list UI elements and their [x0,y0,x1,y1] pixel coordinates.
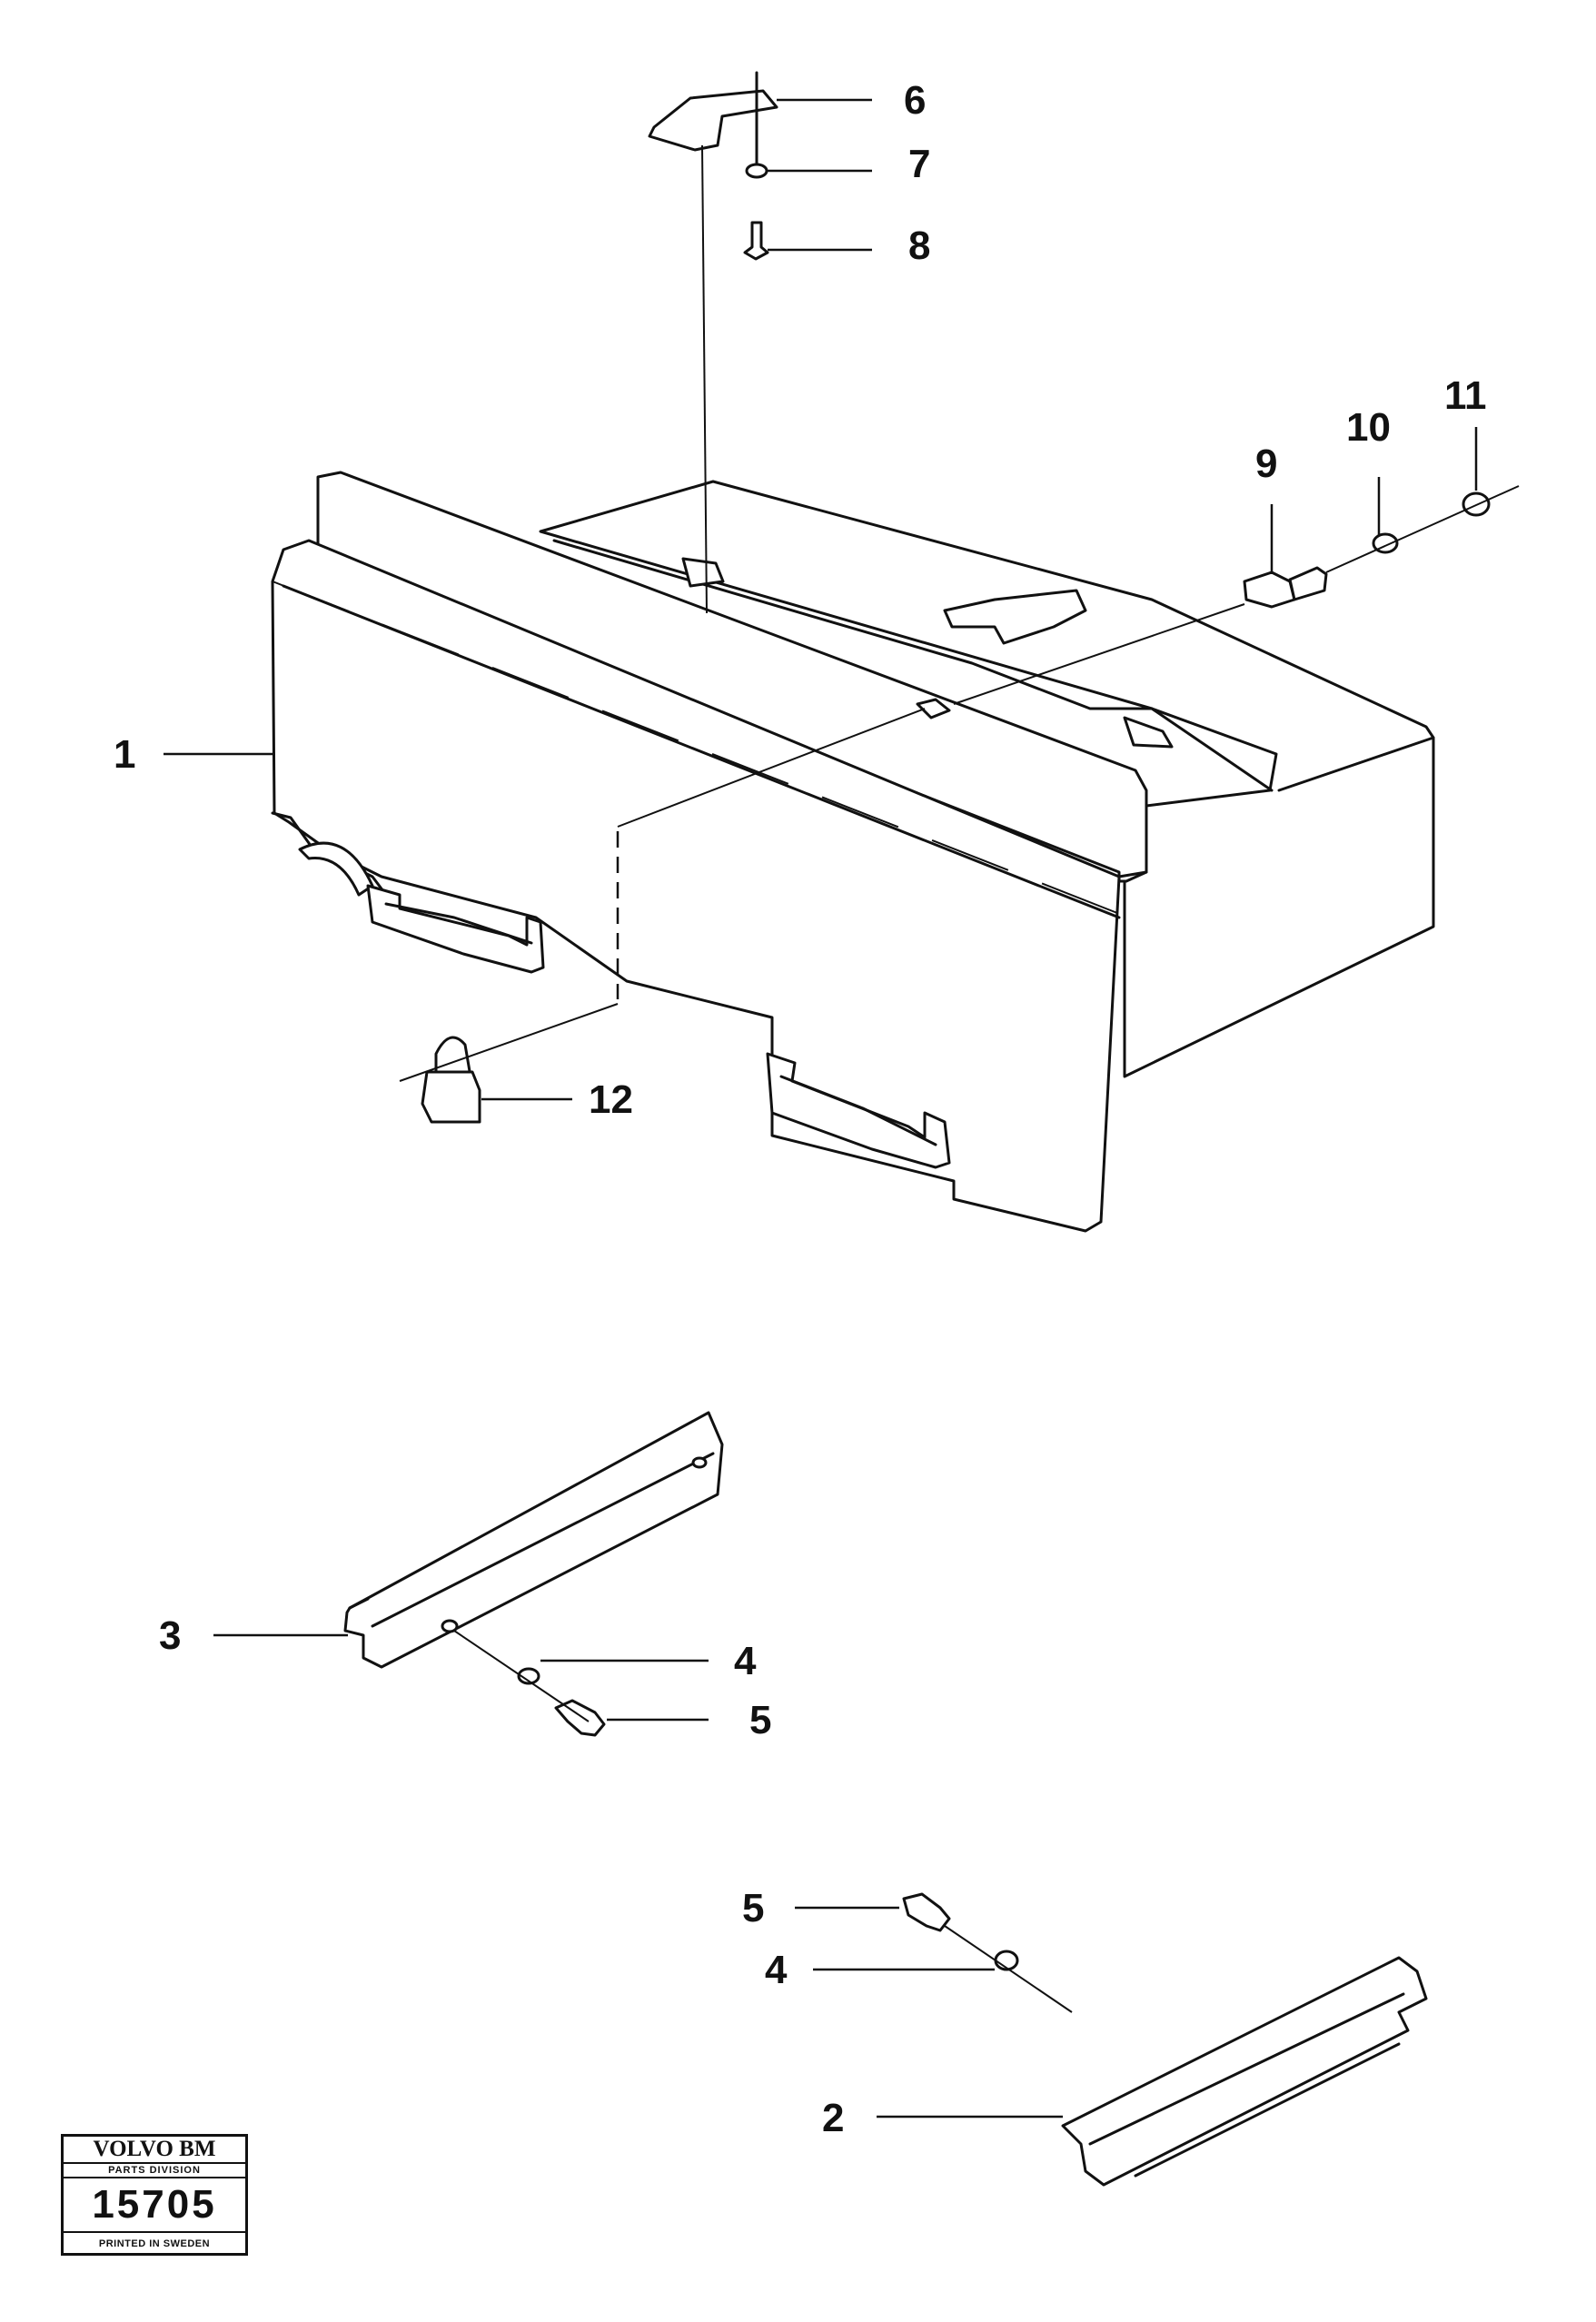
callout-5-upper: 5 [749,1698,771,1742]
callout-10: 10 [1346,405,1391,450]
callout-4-lower: 4 [765,1948,788,1992]
tool-box [271,471,1435,1233]
callout-7: 7 [908,142,930,186]
publisher-stamp: VOLVO BM PARTS DIVISION 15705 PRINTED IN… [61,2134,248,2256]
callout-5-lower: 5 [742,1886,764,1930]
callout-11: 11 [1444,373,1487,418]
callout-9: 9 [1255,442,1277,486]
stamp-drawing-number: 15705 [64,2178,245,2233]
padlock [399,708,926,1124]
callout-3: 3 [159,1613,181,1658]
leader-lines [164,98,1478,2119]
hinge-pin-assembly [953,485,1520,705]
stamp-printed: PRINTED IN SWEDEN [98,2238,211,2249]
callout-1: 1 [114,732,135,777]
callout-4-upper: 4 [734,1639,757,1683]
bracket-assembly [648,71,778,614]
callout-8: 8 [908,223,930,268]
stamp-brand: VOLVO BM [64,2137,245,2164]
callout-12: 12 [589,1077,633,1122]
callout-2: 2 [822,2096,844,2140]
callout-6: 6 [904,78,926,123]
lower-rail [902,1892,1428,2187]
upper-rail [343,1411,724,1737]
stamp-division: PARTS DIVISION [64,2164,245,2178]
